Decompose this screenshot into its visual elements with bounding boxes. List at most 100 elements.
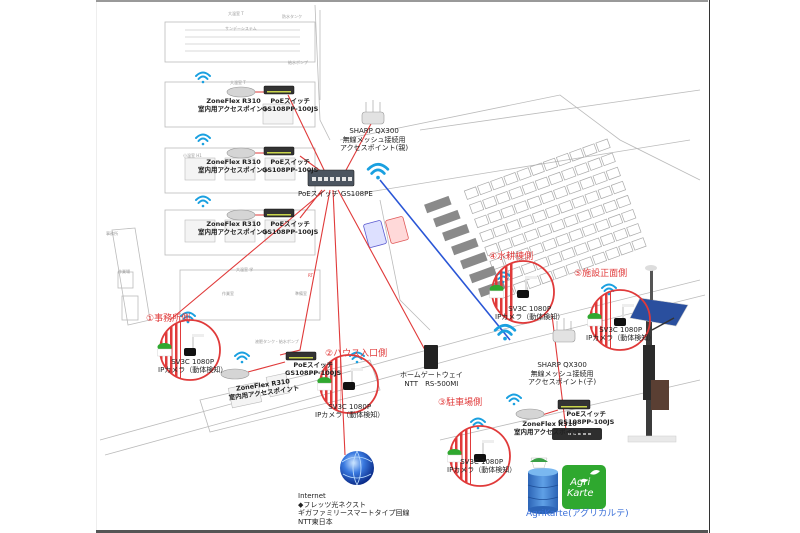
camera-2-title: ②ハウス入口側 (325, 349, 388, 359)
solar-cell (586, 237, 602, 251)
solar-cell (474, 214, 490, 229)
ap1-label: ZoneFlex R310 室内用アクセスポイント (198, 97, 269, 113)
ap-dome-1 (226, 86, 256, 98)
indoor-aps (220, 86, 545, 420)
solar-cell (581, 223, 597, 237)
solar-cell (547, 171, 564, 186)
ap-dome-2 (226, 147, 256, 159)
solar-cell (626, 223, 642, 237)
solar-cell (542, 237, 558, 252)
solar-cell (539, 270, 555, 285)
ip-camera-icon (474, 454, 486, 462)
label-top-house: 大温室 T (228, 11, 244, 16)
poe-parking-model: GS108PP-100JS (558, 417, 615, 426)
greenhouse-top (164, 21, 316, 63)
mesh-parent-role: アクセスポイント(親) (340, 144, 409, 152)
wire-main-office (169, 189, 326, 321)
mesh-wireless-link (379, 179, 511, 341)
solar-cell (573, 242, 589, 256)
bottom-border (96, 530, 708, 533)
solar-cell (582, 143, 598, 157)
camera-4-label: SV3C 1080P IPカメラ（動体検知） (495, 305, 564, 321)
solar-cell (484, 242, 500, 257)
solar-cell (589, 204, 605, 218)
agrikarte-logo-text: Agri Karte (567, 477, 594, 499)
solar-cell (553, 185, 569, 200)
solar-cell (599, 232, 616, 247)
wire-main-internet (332, 189, 346, 456)
mesh-ap-child (552, 329, 576, 343)
wifi-icon (234, 351, 250, 364)
poe3-name: PoEスイッチ (270, 220, 311, 228)
mesh-child-label: SHARP QX300 無線メッシュ接続用 アクセスポイント(子) (528, 361, 596, 387)
solar-cell (571, 195, 587, 209)
ap2-model: ZoneFlex R310 (206, 158, 261, 166)
label-tank: 防水タンク (282, 14, 302, 19)
solar-cell (615, 194, 632, 209)
solar-cell (568, 228, 584, 242)
poe-house-name: PoEスイッチ (293, 361, 334, 369)
label-pump: 給水ポンプ (288, 60, 308, 65)
camera-5-title: ⑤施設正面側 (574, 269, 628, 279)
internet-label: Internet ◆フレッツ光ネクスト ギガファミリースマートタイプ回線 NTT… (298, 492, 409, 526)
solar-cell (463, 186, 480, 200)
camera-4-model: SV3C 1080P (508, 305, 552, 313)
camera-2-type: IPカメラ（動体検知） (315, 411, 385, 419)
wire-poe2-main (299, 155, 323, 173)
label-rt: RT (308, 273, 313, 278)
agrikarte-logo-line1: Agri (570, 477, 591, 488)
ap-dome-house (220, 368, 250, 380)
poe1-name: PoEスイッチ (270, 97, 311, 105)
camera-5-type: IPカメラ（動体検知） (586, 334, 656, 342)
wire-main-gateway (337, 189, 426, 351)
mesh-parent-label: SHARP QX300 無線メッシュ接続用 アクセスポイント(親) (340, 127, 408, 153)
solar-cell (587, 157, 603, 171)
ip-camera-icon (184, 348, 196, 356)
wifi-icon (195, 133, 211, 146)
solar-cell (565, 261, 581, 275)
ap-dome-3 (226, 209, 256, 221)
solar-cell (516, 167, 532, 181)
wire-ap-poe-parking (541, 409, 559, 416)
solar-cell (534, 176, 551, 191)
ap-parking-label: ZoneFlex R310 室内用アクセスポイント (514, 420, 586, 436)
solar-cell (576, 209, 592, 223)
top-border (96, 0, 708, 2)
gateway-model: NTT RS-500MI (404, 379, 459, 388)
solar-cell (503, 172, 519, 186)
poe-switch-parking (557, 399, 591, 410)
ip-camera-icon (614, 318, 626, 326)
ap-parking-desc: 室内用アクセスポイント (514, 427, 586, 436)
solar-cell (515, 247, 532, 261)
solar-cell (550, 218, 566, 233)
server-device (552, 428, 602, 440)
solar-cell (569, 148, 585, 162)
camera-2-model: SV3C 1080P (328, 403, 372, 411)
camera-3-type: IPカメラ（動体検知） (447, 466, 517, 474)
poe2-model: GS108PP-100JS (262, 165, 319, 174)
solar-cell (489, 256, 505, 271)
poe2-name: PoEスイッチ (270, 158, 311, 166)
poe-parking-name: PoEスイッチ (566, 410, 607, 418)
poe-switch-3 (263, 208, 295, 218)
solar-grid (463, 138, 647, 299)
solar-cell (518, 214, 534, 228)
solar-cell (479, 228, 495, 243)
internet-globe-icon (340, 451, 374, 485)
ap2-desc: 室内用アクセスポイント (198, 165, 270, 174)
label-big-house-lower: 大温室 学 (236, 267, 254, 272)
solar-cell (495, 190, 511, 205)
mesh-parent-desc: 無線メッシュ接続用 (342, 135, 406, 144)
tank-facilities (363, 216, 409, 248)
solar-cell (520, 261, 537, 275)
ap1-model: ZoneFlex R310 (206, 97, 261, 105)
poe-switch-leds (267, 91, 587, 408)
solar-cell (545, 204, 561, 219)
internet-plan: ギガファミリースマートタイプ回線 (298, 509, 410, 517)
camera-5-model: SV3C 1080P (599, 326, 643, 334)
camera-circles (157, 260, 651, 487)
wire-poe3-main (299, 189, 323, 219)
label-work-area: 作業場 (118, 269, 130, 274)
gateway-label: ホームゲートウェイ NTT RS-500MI (400, 371, 463, 388)
ap-parking-model: ZoneFlex R310 (522, 420, 577, 428)
